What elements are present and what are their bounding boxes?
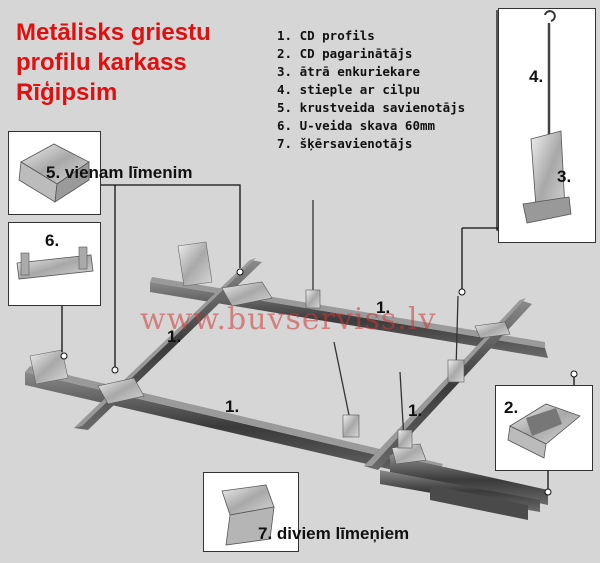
cross-connector-illustration xyxy=(18,143,90,203)
u-clip-illustration xyxy=(16,246,94,280)
label-anchor: 3. xyxy=(557,167,572,186)
parts-legend: 1. CD profils 2. CD pagarinātājs 3. ātrā… xyxy=(277,27,465,153)
page-title: Metālisks griestu profilu karkass Rīģips… xyxy=(16,18,211,108)
title-line-3: Rīģipsim xyxy=(16,79,118,106)
label-cd-profile-right: 1. xyxy=(408,401,422,420)
legend-item: 5. krustveida savienotājs xyxy=(277,100,466,115)
legend-item: 1. CD profils xyxy=(277,28,375,43)
title-line-2: profilu karkass xyxy=(16,49,187,76)
cd-profile-right xyxy=(364,298,532,470)
anchor-wire-illustration xyxy=(522,10,572,224)
label-u-clip: 6. xyxy=(45,231,60,250)
cross-connector-back xyxy=(221,281,273,307)
cd-extender-illustration xyxy=(507,403,581,459)
label-cd-profile-left: 1. xyxy=(167,327,181,346)
title-line-1: Metālisks griestu xyxy=(16,19,211,46)
legend-item: 4. stieple ar cilpu xyxy=(277,82,420,97)
cross-fastener-illustration xyxy=(221,484,275,546)
cross-connector-right xyxy=(474,321,511,339)
inset-anchor-wire: 4. 3. xyxy=(498,8,596,243)
u-clip-back xyxy=(177,241,213,287)
label-double-level: 7. diviem līmeņiem xyxy=(258,524,410,543)
legend-item: 2. CD pagarinātājs xyxy=(277,46,413,61)
watermark: www.buvserviss.lv xyxy=(140,302,437,337)
legend-item: 6. U-veida skava 60mm xyxy=(277,118,436,133)
leader-dots xyxy=(60,268,578,496)
inset-cross-connector xyxy=(8,131,101,215)
legend-item: 3. ātrā enkuriekare xyxy=(277,64,420,79)
inset-u-clip: 6. xyxy=(8,222,101,306)
cd-profile-lower-right xyxy=(380,455,548,520)
label-cd-extender: 2. xyxy=(504,398,519,417)
label-cd-profile-front: 1. xyxy=(225,397,239,416)
label-single-level: 5. vienam līmenim xyxy=(46,163,193,182)
inset-cross-fastener xyxy=(203,472,299,552)
u-clip-left xyxy=(29,349,69,385)
inset-cd-extender: 2. xyxy=(495,385,593,471)
label-wire: 4. xyxy=(529,67,544,86)
anchor-hangers xyxy=(305,289,465,449)
legend-item: 7. šķērsavienotājs xyxy=(277,136,413,151)
cross-connector-front xyxy=(97,377,145,405)
label-cd-profile-back: 1. xyxy=(376,298,390,317)
hanger-wires xyxy=(312,200,459,441)
